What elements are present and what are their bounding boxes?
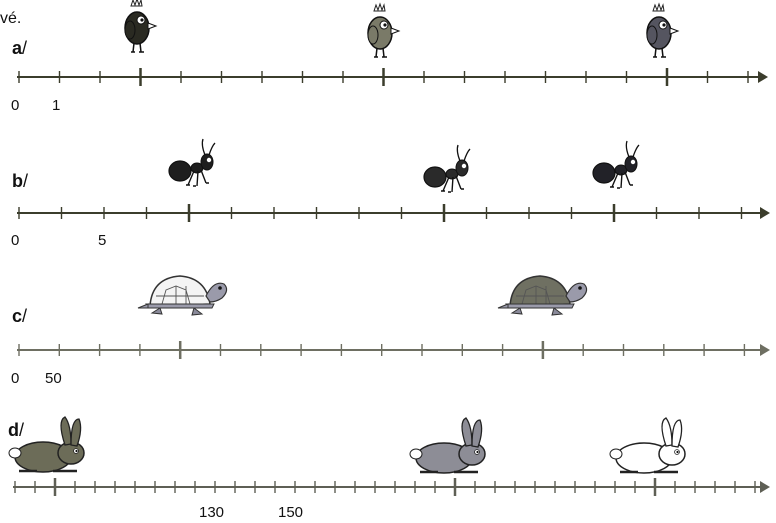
- legs: [441, 175, 464, 193]
- beak: [147, 22, 158, 30]
- turtle-icon: [137, 275, 228, 316]
- head: [565, 282, 588, 303]
- row-slash: /: [22, 38, 28, 58]
- tick-label: 5: [98, 232, 107, 249]
- eye: [578, 286, 582, 290]
- crown: [373, 2, 386, 12]
- legs: [653, 47, 666, 58]
- pupil: [383, 23, 387, 27]
- tail: [8, 447, 22, 459]
- ear-front: [70, 418, 82, 447]
- legs: [610, 171, 633, 189]
- shell-pattern: [516, 285, 564, 305]
- antennae: [456, 144, 471, 162]
- abdomen: [423, 166, 447, 188]
- antennae: [625, 140, 640, 158]
- bird-icon: [124, 0, 158, 53]
- abdomen: [592, 162, 616, 184]
- arrow-head: [760, 207, 770, 219]
- plastron: [145, 303, 215, 309]
- row-label-d: d/: [8, 421, 24, 439]
- antennae: [201, 138, 216, 156]
- header-fragment: vé.: [0, 10, 22, 27]
- ear-back: [661, 417, 673, 447]
- wing: [124, 20, 136, 40]
- crown: [652, 2, 665, 12]
- ear-front: [471, 419, 483, 448]
- pupil: [662, 23, 666, 27]
- beak: [390, 27, 401, 35]
- tail: [137, 303, 149, 309]
- pupil: [140, 18, 144, 22]
- bird-icon: [367, 2, 401, 58]
- pupil: [75, 449, 78, 453]
- ant-icon: [423, 144, 471, 193]
- tick-label: 0: [11, 370, 20, 387]
- ant-icon: [168, 138, 216, 187]
- tail: [609, 448, 623, 460]
- wing: [646, 25, 658, 45]
- head: [200, 153, 214, 171]
- head: [205, 282, 228, 303]
- tick-label: 0: [11, 97, 20, 114]
- number-line-a: [17, 68, 768, 86]
- eye: [461, 163, 467, 169]
- rabbit-icon: [409, 417, 486, 474]
- arrow-head: [758, 71, 768, 83]
- number-line-c: [17, 341, 770, 359]
- feet: [150, 307, 204, 316]
- legs: [131, 42, 144, 53]
- row-letter: a: [12, 38, 23, 58]
- head: [455, 159, 469, 177]
- tick-label: 50: [45, 370, 62, 387]
- tail: [409, 448, 423, 460]
- plastron: [505, 303, 575, 309]
- ant-icon: [592, 140, 640, 189]
- row-label-b: b/: [12, 172, 28, 190]
- pupil: [676, 450, 679, 454]
- pupil: [476, 450, 479, 454]
- tick-label: 0: [11, 232, 20, 249]
- tick-label: 130: [199, 504, 225, 521]
- legs: [186, 169, 209, 187]
- rabbit-icon: [8, 416, 85, 473]
- bird-icon: [646, 2, 680, 58]
- wing: [367, 25, 379, 45]
- turtle-icon: [497, 275, 588, 316]
- tail: [497, 303, 509, 309]
- ear-back: [60, 416, 72, 446]
- arrow-head: [760, 481, 770, 493]
- number-line-d: [13, 478, 770, 496]
- eye: [218, 286, 222, 290]
- arrow-head: [760, 344, 770, 356]
- head: [624, 155, 638, 173]
- tick-label: 1: [52, 97, 61, 114]
- shell-pattern: [156, 285, 204, 305]
- ear-front: [671, 419, 683, 448]
- beak: [669, 27, 680, 35]
- row-label-c: c/: [12, 307, 27, 325]
- rabbit-icon: [609, 417, 686, 474]
- shell: [149, 275, 211, 307]
- eye: [630, 159, 636, 165]
- shell: [509, 275, 571, 307]
- row-letter: b: [12, 171, 23, 191]
- row-slash: /: [23, 171, 29, 191]
- row-letter: c: [12, 306, 23, 326]
- row-slash: /: [22, 306, 28, 326]
- crown: [130, 0, 143, 7]
- row-label-a: a/: [12, 39, 27, 57]
- feet: [510, 307, 564, 316]
- abdomen: [168, 160, 192, 182]
- row-letter: d: [8, 420, 19, 440]
- eye: [206, 157, 212, 163]
- row-slash: /: [19, 420, 25, 440]
- ear-back: [461, 417, 473, 447]
- tick-label: 150: [278, 504, 304, 521]
- number-line-b: [17, 204, 770, 222]
- legs: [374, 47, 387, 58]
